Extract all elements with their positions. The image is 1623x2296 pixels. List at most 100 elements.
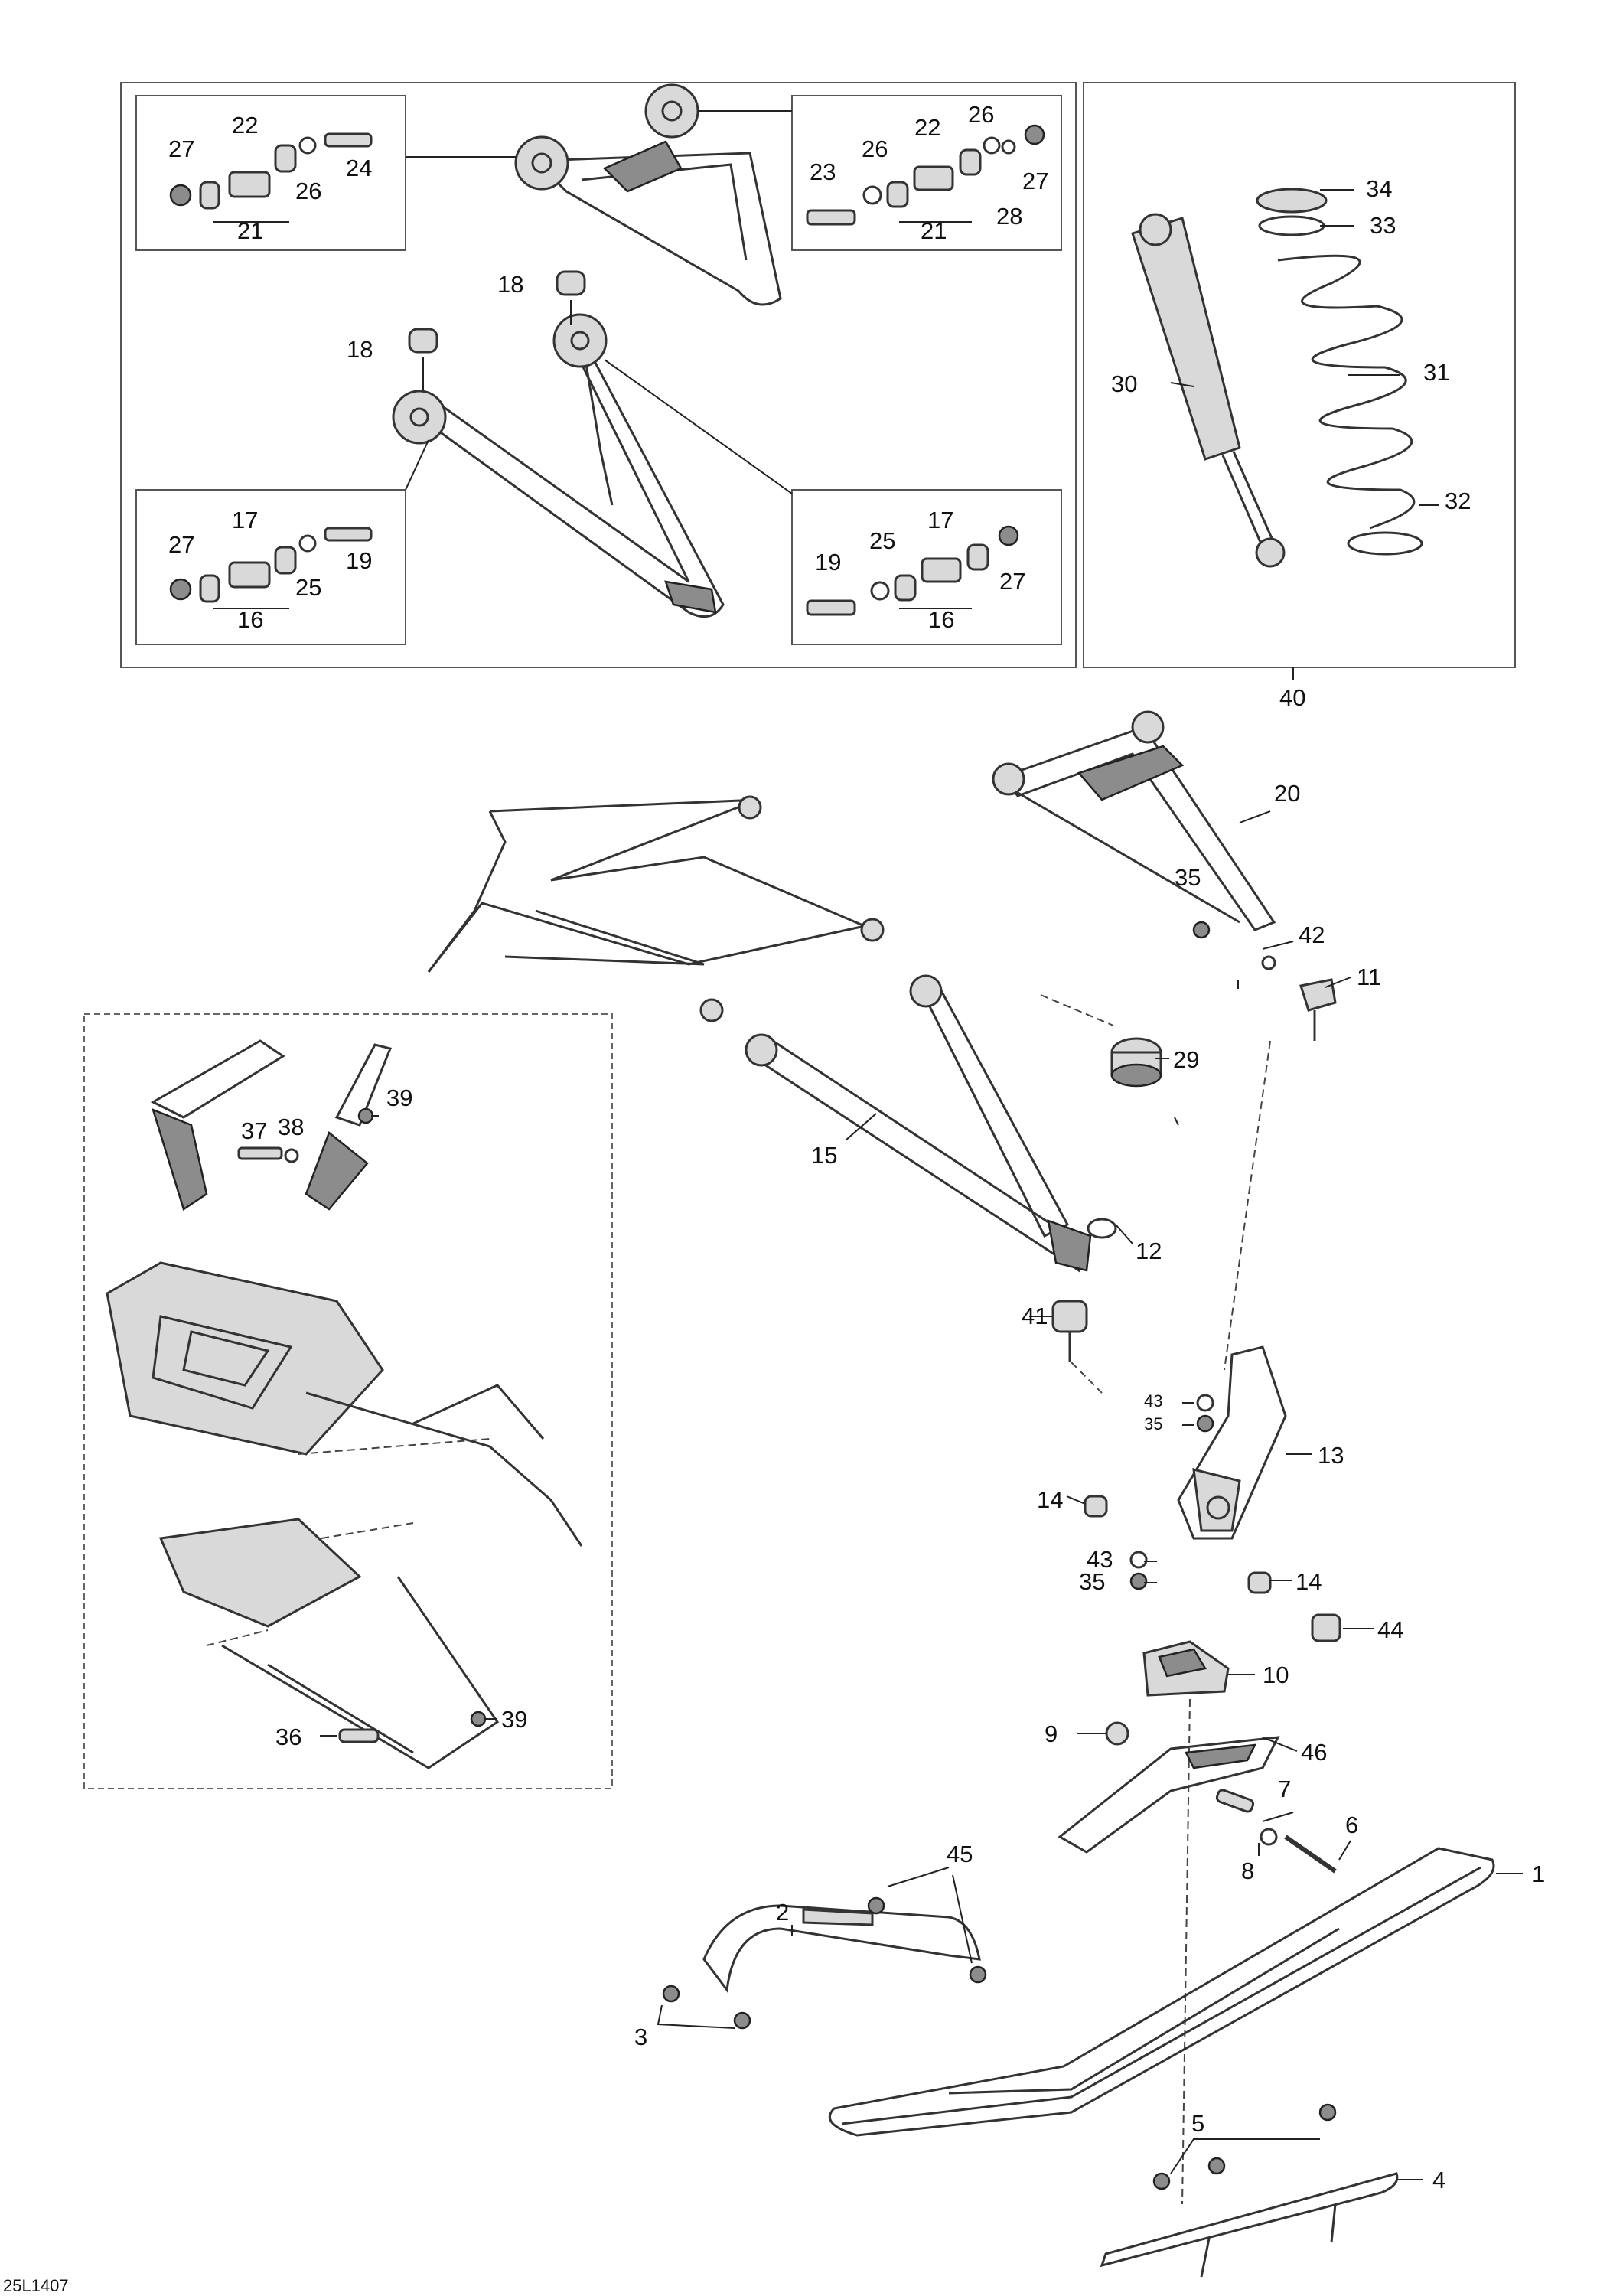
pad-10 xyxy=(1142,1640,1230,1697)
callout-26a: 26 xyxy=(295,178,321,204)
callout-33: 33 xyxy=(1370,212,1396,239)
shock-assembly-frame xyxy=(1083,82,1516,668)
nut-35-lower xyxy=(1129,1572,1148,1590)
callout-39b: 39 xyxy=(501,1706,527,1733)
washer-43-upper xyxy=(1196,1394,1214,1412)
callout-12: 12 xyxy=(1136,1238,1162,1264)
callout-21a: 21 xyxy=(237,217,263,244)
bushing-14-right xyxy=(1247,1571,1272,1594)
nut-3-right xyxy=(733,2011,751,2030)
callout-18a: 18 xyxy=(497,271,523,298)
nut-3-left xyxy=(662,1985,680,2003)
callout-23: 23 xyxy=(810,158,836,185)
callout-44: 44 xyxy=(1377,1616,1403,1643)
callout-34: 34 xyxy=(1366,175,1392,202)
bushing-18-lower xyxy=(408,328,438,354)
callout-17a: 17 xyxy=(232,507,258,533)
callout-38: 38 xyxy=(278,1114,304,1140)
hardware-bottom-right xyxy=(806,525,1019,616)
callout-24: 24 xyxy=(346,155,372,181)
nut-5-c xyxy=(1318,2103,1337,2122)
nut-45-left xyxy=(867,1896,885,1915)
nut-35-arm xyxy=(1192,921,1211,939)
hardware-box-bottom-left xyxy=(135,489,406,645)
callout-15: 15 xyxy=(811,1142,837,1169)
callout-22a: 22 xyxy=(232,112,258,139)
hardware-top-right xyxy=(806,124,1045,226)
callout-30: 30 xyxy=(1111,370,1137,397)
callout-4: 4 xyxy=(1432,2167,1445,2193)
ski-leg-46 xyxy=(1058,1736,1280,1854)
bushing-18-upper xyxy=(556,270,586,296)
nut-5-b xyxy=(1207,2157,1226,2175)
callout-31: 31 xyxy=(1423,359,1449,386)
callout-17b: 17 xyxy=(927,507,953,533)
callout-43a: 43 xyxy=(1144,1391,1162,1411)
callout-3: 3 xyxy=(634,2024,647,2050)
washer-42 xyxy=(1261,955,1276,970)
spacer-7 xyxy=(1215,1789,1255,1813)
callout-16b: 16 xyxy=(928,606,954,633)
callout-26c: 26 xyxy=(862,135,888,162)
upper-a-arm-drawing xyxy=(514,83,782,306)
nut-45-right xyxy=(969,1965,987,1984)
leader-lines xyxy=(320,189,1523,2180)
hardware-box-top-right xyxy=(791,95,1062,251)
callout-8: 8 xyxy=(1241,1857,1254,1884)
callout-10: 10 xyxy=(1263,1662,1289,1688)
callout-labels: 1 2 3 4 5 6 7 8 9 10 11 12 13 14 14 15 2… xyxy=(3,101,1545,2295)
callout-19b: 19 xyxy=(815,549,841,576)
washer-8 xyxy=(1260,1828,1278,1846)
bolt-6 xyxy=(1284,1835,1337,1874)
callout-32: 32 xyxy=(1445,488,1471,514)
callout-5: 5 xyxy=(1191,2110,1204,2137)
callout-35a: 35 xyxy=(1175,864,1201,891)
bushing-14-left xyxy=(1084,1495,1108,1518)
coil-spring-drawing xyxy=(1256,188,1423,556)
shock-absorber-drawing xyxy=(1131,213,1286,568)
callout-6: 6 xyxy=(1345,1812,1358,1838)
callout-27b: 27 xyxy=(1022,168,1048,194)
callout-41: 41 xyxy=(1022,1303,1048,1329)
frame-mount-detail-frame xyxy=(83,1013,613,1789)
callout-35b: 35 xyxy=(1144,1414,1162,1433)
hardware-bottom-left xyxy=(169,527,373,609)
washer-38 xyxy=(284,1148,299,1163)
callout-22b: 22 xyxy=(914,114,940,141)
frame-mount-drawing xyxy=(106,1039,583,1769)
spindle-13 xyxy=(1177,1345,1287,1540)
lower-a-arm-drawing xyxy=(392,313,725,618)
nut-39-top xyxy=(357,1107,374,1124)
ski-handle-2 xyxy=(702,1904,981,1993)
callout-19a: 19 xyxy=(346,547,372,574)
callout-16a: 16 xyxy=(237,606,263,633)
bushing-44 xyxy=(1311,1613,1341,1642)
callout-26b: 26 xyxy=(968,101,994,128)
callout-42: 42 xyxy=(1299,921,1325,948)
hardware-box-top-left xyxy=(135,95,406,251)
hardware-box-bottom-right xyxy=(791,489,1062,645)
callout-27c: 27 xyxy=(168,531,194,558)
bolt-37 xyxy=(237,1146,283,1160)
hardware-top-left xyxy=(169,132,373,223)
callout-27d: 27 xyxy=(999,568,1025,595)
ball-joint-11 xyxy=(1299,978,1337,1041)
ski-1 xyxy=(828,1847,1495,2137)
drawing-reference: 25L1407 xyxy=(3,2276,69,2295)
callout-25a: 25 xyxy=(295,574,321,601)
callout-21b: 21 xyxy=(921,217,947,244)
callout-18b: 18 xyxy=(347,336,373,363)
callout-43b: 43 xyxy=(1087,1546,1113,1573)
callout-35c: 35 xyxy=(1079,1568,1105,1595)
bolt-36 xyxy=(338,1728,380,1743)
callout-45: 45 xyxy=(947,1841,973,1867)
upper-a-arm-20 xyxy=(992,710,1276,931)
runner-4 xyxy=(1100,2172,1399,2278)
callout-39a: 39 xyxy=(386,1084,412,1111)
callout-40: 40 xyxy=(1279,684,1305,711)
callout-9: 9 xyxy=(1045,1720,1058,1747)
lower-a-arm-15 xyxy=(745,974,1092,1273)
upper-a-arm-detail-frame xyxy=(120,82,1077,668)
callout-36: 36 xyxy=(275,1724,301,1750)
